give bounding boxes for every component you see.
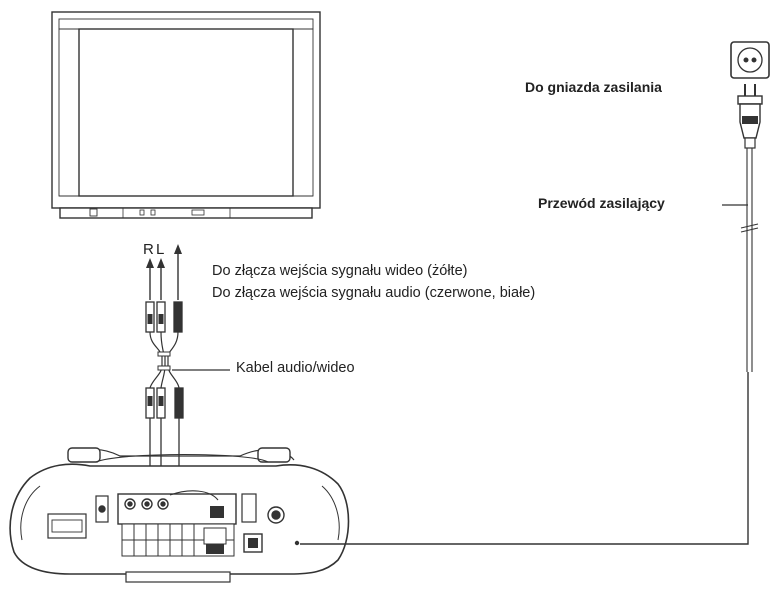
label-power-cord: Przewód zasilający — [538, 195, 665, 211]
label-audio-input: Do złącza wejścia sygnału audio (czerwon… — [212, 285, 536, 301]
label-power-outlet: Do gniazda zasilania — [525, 79, 662, 95]
label-av-cable: Kabel audio/wideo — [236, 360, 355, 376]
label-video-input: Do złącza wejścia sygnału wideo (żółte) — [212, 263, 468, 279]
label-l: L — [156, 241, 165, 258]
television — [51, 11, 321, 219]
lower-plugs — [145, 387, 184, 419]
upper-plugs — [145, 301, 183, 333]
output-jacks — [124, 490, 224, 518]
av-cable — [145, 244, 230, 496]
label-r: R — [143, 241, 154, 258]
boombox — [9, 447, 350, 583]
vent-grid — [121, 523, 235, 557]
power-cord — [300, 41, 770, 545]
